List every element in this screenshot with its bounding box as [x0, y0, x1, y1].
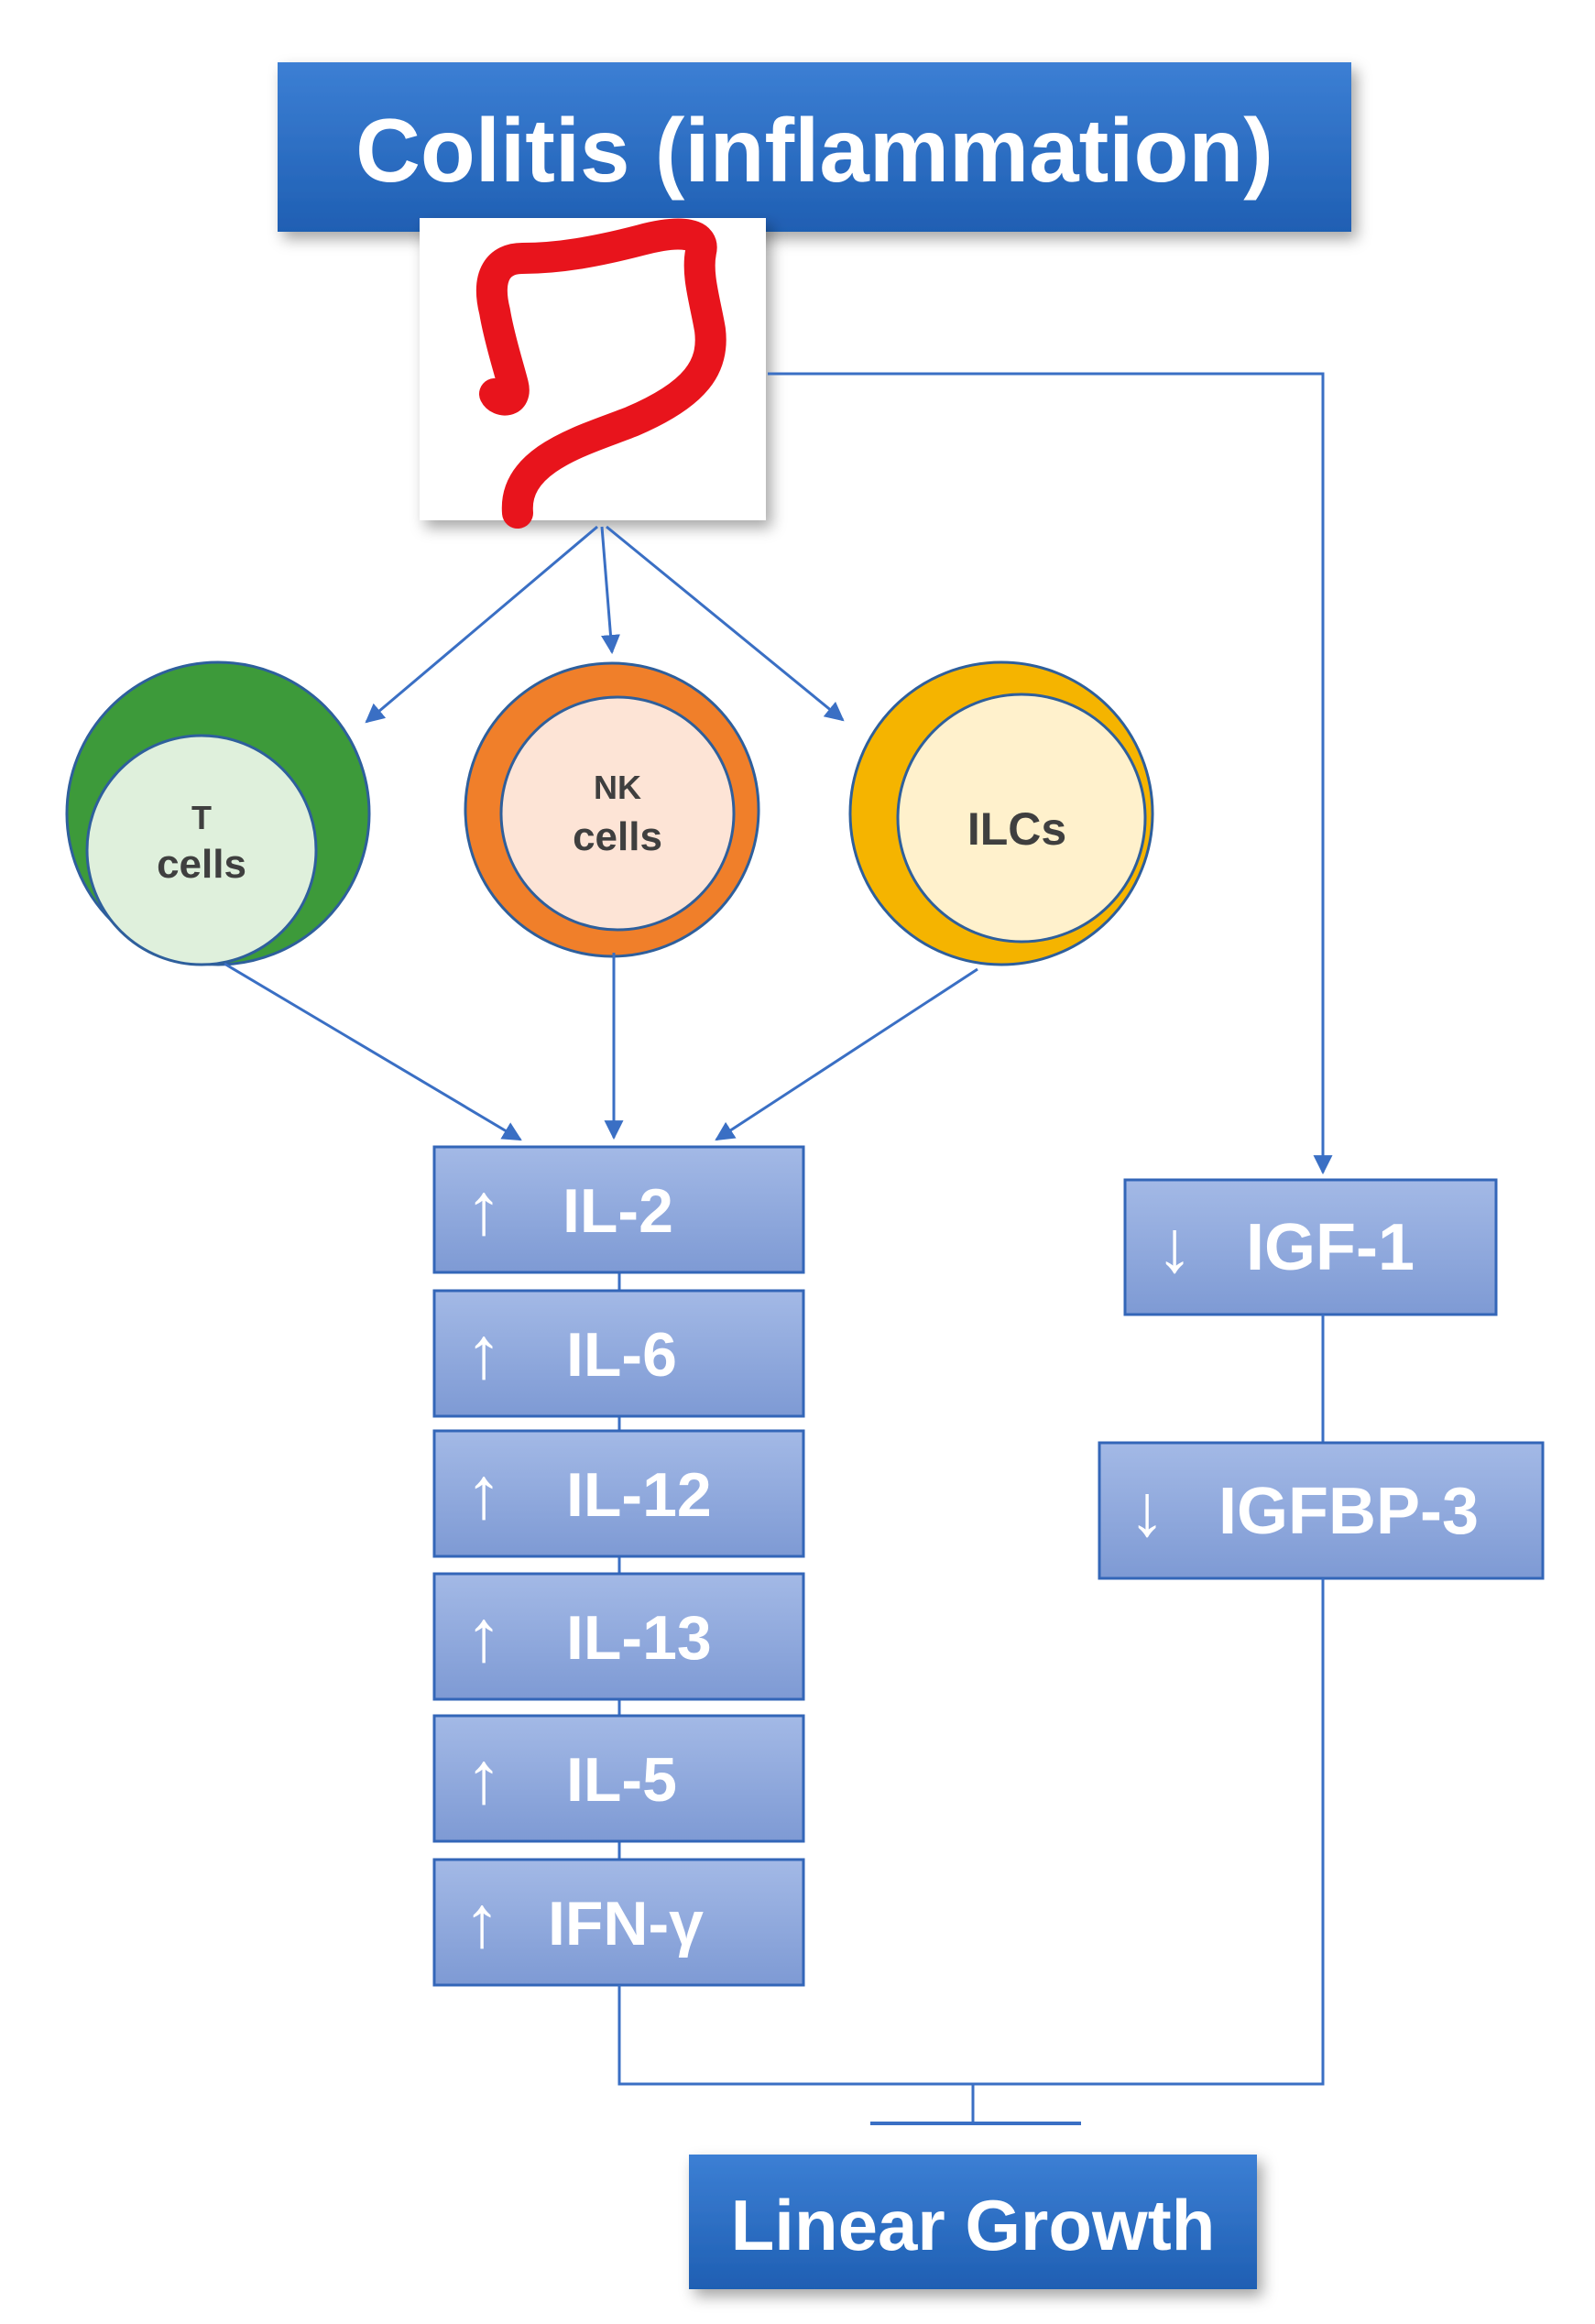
cytokine-label: IL-2 — [563, 1176, 673, 1246]
cytokine-box: ↑ IL-5 — [432, 1714, 805, 1843]
growth-factor-arrow: ↓ — [1129, 1469, 1165, 1551]
igfbp3-converge-connector — [973, 1578, 1325, 2086]
nk-cells-circle: NK cells — [464, 661, 760, 958]
nk-cells-label-line2: cells — [573, 814, 662, 859]
colon-icon — [475, 218, 726, 529]
growth-factor-arrow: ↓ — [1156, 1206, 1193, 1287]
colon-image — [420, 218, 766, 529]
colon-to-igf1-connector — [768, 372, 1333, 1175]
colon-to-cells-arrows — [365, 525, 845, 724]
cytokine-arrow: ↑ — [465, 1168, 502, 1249]
cytokine-label: IFN-γ — [548, 1889, 704, 1958]
cytokines-converge-connector — [617, 1985, 973, 2086]
cells-to-cytokines-arrows — [224, 953, 978, 1141]
ilcs-circle: ILCs — [848, 660, 1154, 966]
growth-factor-label: IGFBP-3 — [1218, 1475, 1479, 1548]
cytokine-arrow: ↑ — [465, 1452, 502, 1533]
cytokine-box: ↑ IFN-γ — [432, 1858, 805, 1987]
title-text: Colitis (inflammation) — [355, 100, 1273, 201]
nk-cells-label-line1: NK — [594, 769, 641, 806]
ilcs-label: ILCs — [967, 803, 1066, 855]
cytokine-label: IL-6 — [566, 1320, 677, 1390]
outcome-text: Linear Growth — [731, 2185, 1216, 2265]
cytokine-arrow: ↑ — [465, 1595, 502, 1676]
cytokine-arrow: ↑ — [464, 1881, 500, 1962]
cytokine-label: IL-12 — [566, 1460, 712, 1530]
growth-factor-box: ↓ IGFBP-3 — [1098, 1441, 1545, 1580]
cytokine-box: ↑ IL-13 — [432, 1572, 805, 1701]
cytokine-label: IL-13 — [566, 1603, 712, 1673]
t-cells-circle: T cells — [65, 660, 371, 966]
growth-factor-label: IGF-1 — [1246, 1211, 1415, 1284]
cytokine-box: ↑ IL-6 — [432, 1289, 805, 1418]
cytokine-arrow: ↑ — [465, 1737, 502, 1818]
cytokine-box: ↑ IL-12 — [432, 1429, 805, 1558]
cytokine-arrow: ↑ — [465, 1312, 502, 1393]
title-box: Colitis (inflammation) — [278, 62, 1351, 232]
cytokine-label: IL-5 — [566, 1745, 677, 1815]
t-cells-label-line2: cells — [157, 842, 246, 887]
cytokine-box: ↑ IL-2 — [432, 1145, 805, 1274]
t-cells-label-line1: T — [191, 799, 212, 836]
growth-factor-box: ↓ IGF-1 — [1123, 1178, 1498, 1316]
outcome-box: Linear Growth — [689, 2155, 1257, 2289]
